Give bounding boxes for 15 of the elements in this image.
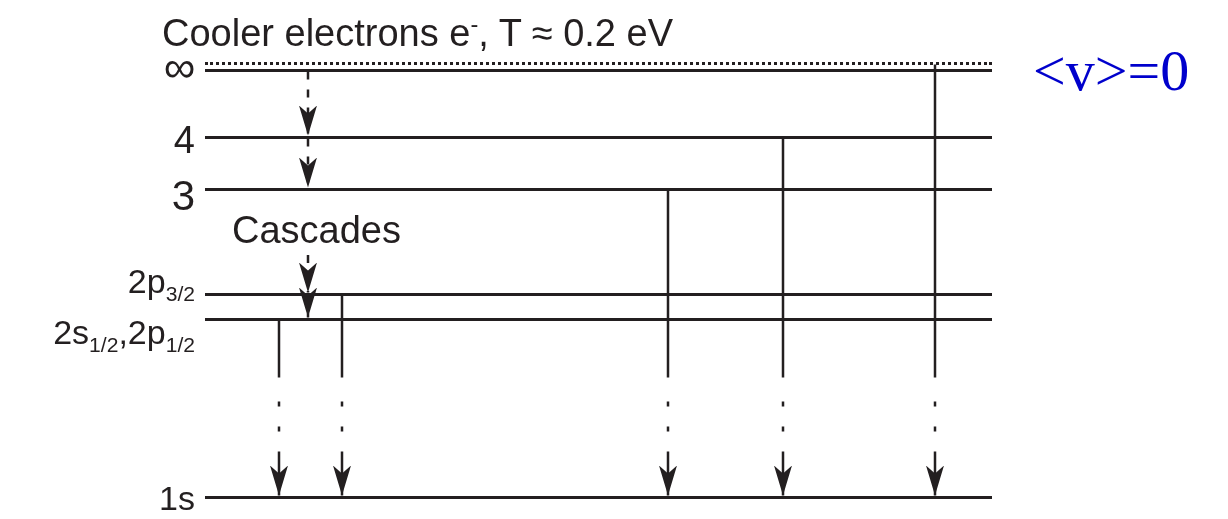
transition-arrow: [926, 64, 944, 496]
transition-arrow: [333, 295, 351, 496]
transition-arrow: [299, 71, 317, 136]
transition-arrow: [299, 287, 317, 318]
transition-arrow: [659, 190, 677, 496]
transition-arrow: [774, 138, 792, 496]
level-label: 3: [171, 174, 195, 217]
cascade-label: Cascades: [232, 211, 401, 249]
level-label: 1s: [159, 480, 195, 515]
transition-arrow: [270, 320, 288, 496]
level-label: 4: [173, 120, 195, 159]
continuum-title: Cooler electrons e$^{-}$, T ≈ 0.2 eV: [162, 13, 674, 52]
transition-arrow: [299, 255, 317, 293]
velocity-label: <v>=0: [1033, 41, 1190, 100]
transition-arrow: [299, 138, 317, 188]
